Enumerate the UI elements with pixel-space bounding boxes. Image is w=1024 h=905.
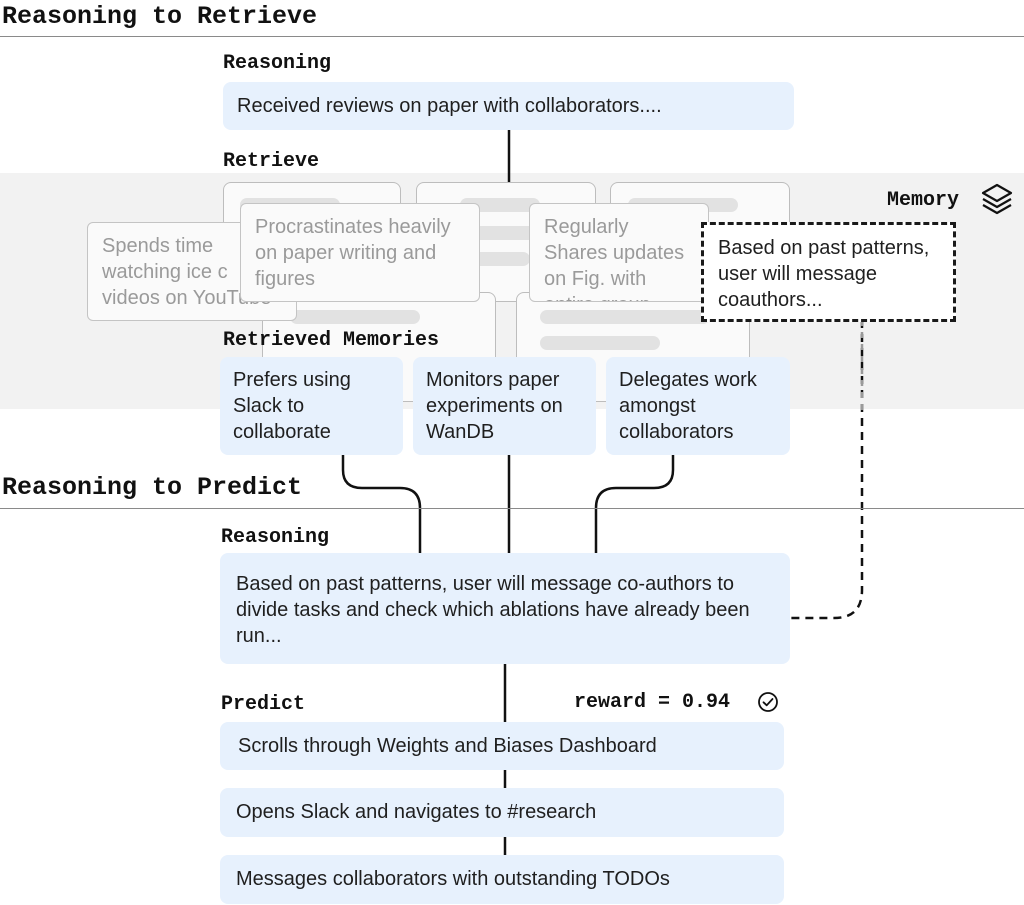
layers-icon <box>980 182 1014 216</box>
retrieved-memory-2: Monitors paper experiments on WanDB <box>413 357 596 455</box>
reasoning-label: Reasoning <box>223 52 332 75</box>
prediction-reasoning-text: Based on past patterns, user will messag… <box>236 573 750 647</box>
prediction-step-3: Messages collaborators with outstanding … <box>220 855 784 904</box>
ghost-memory-3: Regularly Shares updates on Fig. with en… <box>529 203 709 302</box>
retrieved-memory-3: Delegates work amongst collaborators <box>606 357 790 455</box>
predict-label: Predict <box>221 693 306 716</box>
prediction-step-2: Opens Slack and navigates to #research <box>220 788 784 837</box>
section-title-predict: Reasoning to Predict <box>2 473 303 502</box>
prediction-reasoning-box: Based on past patterns, user will messag… <box>220 553 790 664</box>
reasoning-text: Received reviews on paper with collabora… <box>237 95 662 117</box>
memory-insight-box: Based on past patterns, user will messag… <box>701 222 956 322</box>
prediction-step-1: Scrolls through Weights and Biases Dashb… <box>220 722 784 770</box>
check-circle-icon <box>757 691 779 713</box>
section-divider <box>0 36 1024 37</box>
memory-insight-text: Based on past patterns, user will messag… <box>718 237 930 311</box>
section-divider <box>0 508 1024 509</box>
ghost-memory-2: Procrastinates heavily on paper writing … <box>240 203 480 302</box>
reward-score: reward = 0.94 <box>574 691 731 714</box>
reasoning-label: Reasoning <box>221 526 330 549</box>
section-title-retrieve: Reasoning to Retrieve <box>2 2 318 31</box>
memory-label: Memory <box>887 189 960 212</box>
retrieved-memory-1: Prefers using Slack to collaborate <box>220 357 403 455</box>
retrieved-memories-label: Retrieved Memories <box>223 329 440 352</box>
reasoning-box: Received reviews on paper with collabora… <box>223 82 794 130</box>
retrieve-label: Retrieve <box>223 150 320 173</box>
